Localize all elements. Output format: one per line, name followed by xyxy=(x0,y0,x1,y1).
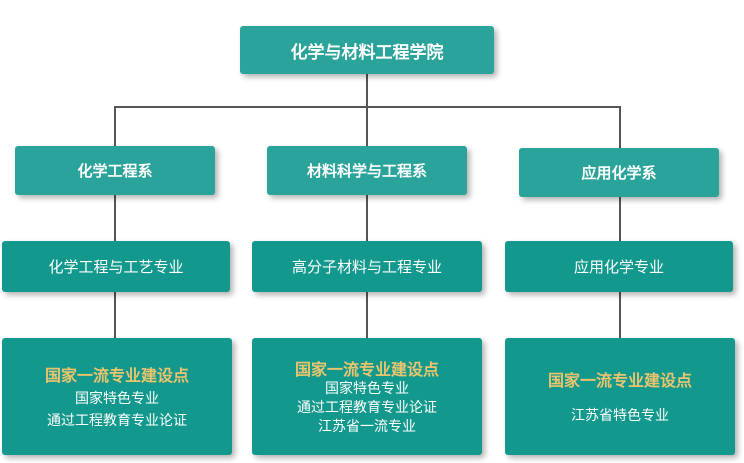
honors-node: 国家一流专业建设点 国家特色专业 通过工程教育专业论证 xyxy=(2,338,232,455)
connector-dept-3 xyxy=(619,106,621,346)
note: 江苏省一流专业 xyxy=(318,419,416,435)
highlight-label: 国家一流专业建设点 xyxy=(44,366,189,385)
note: 国家特色专业 xyxy=(325,381,409,397)
note: 通过工程教育专业论证 xyxy=(47,413,187,429)
honors-node: 国家一流专业建设点 国家特色专业 通过工程教育专业论证 江苏省一流专业 xyxy=(252,338,482,455)
highlight-label: 国家一流专业建设点 xyxy=(547,371,692,390)
department-label: 应用化学系 xyxy=(581,164,657,182)
note: 江苏省特色专业 xyxy=(571,408,669,424)
note: 通过工程教育专业论证 xyxy=(297,400,437,416)
connector-dept-2 xyxy=(366,106,368,346)
department-node: 化学工程系 xyxy=(15,146,215,195)
highlight-label: 国家一流专业建设点 xyxy=(294,360,439,379)
connector-root xyxy=(366,74,368,108)
department-label: 材料科学与工程系 xyxy=(306,162,427,180)
root-node: 化学与材料工程学院 xyxy=(240,26,494,74)
note: 国家特色专业 xyxy=(75,391,159,407)
major-node: 应用化学专业 xyxy=(505,241,733,292)
connector-dept-1 xyxy=(114,106,116,346)
department-label: 化学工程系 xyxy=(77,162,153,180)
honors-node: 国家一流专业建设点 江苏省特色专业 xyxy=(505,338,735,455)
department-node: 应用化学系 xyxy=(519,148,719,197)
major-node: 化学工程与工艺专业 xyxy=(2,241,230,292)
major-node: 高分子材料与工程专业 xyxy=(252,241,482,292)
major-label: 化学工程与工艺专业 xyxy=(48,258,184,276)
major-label: 高分子材料与工程专业 xyxy=(291,258,442,276)
major-label: 应用化学专业 xyxy=(573,258,664,276)
department-node: 材料科学与工程系 xyxy=(267,146,467,195)
root-label: 化学与材料工程学院 xyxy=(290,42,444,63)
